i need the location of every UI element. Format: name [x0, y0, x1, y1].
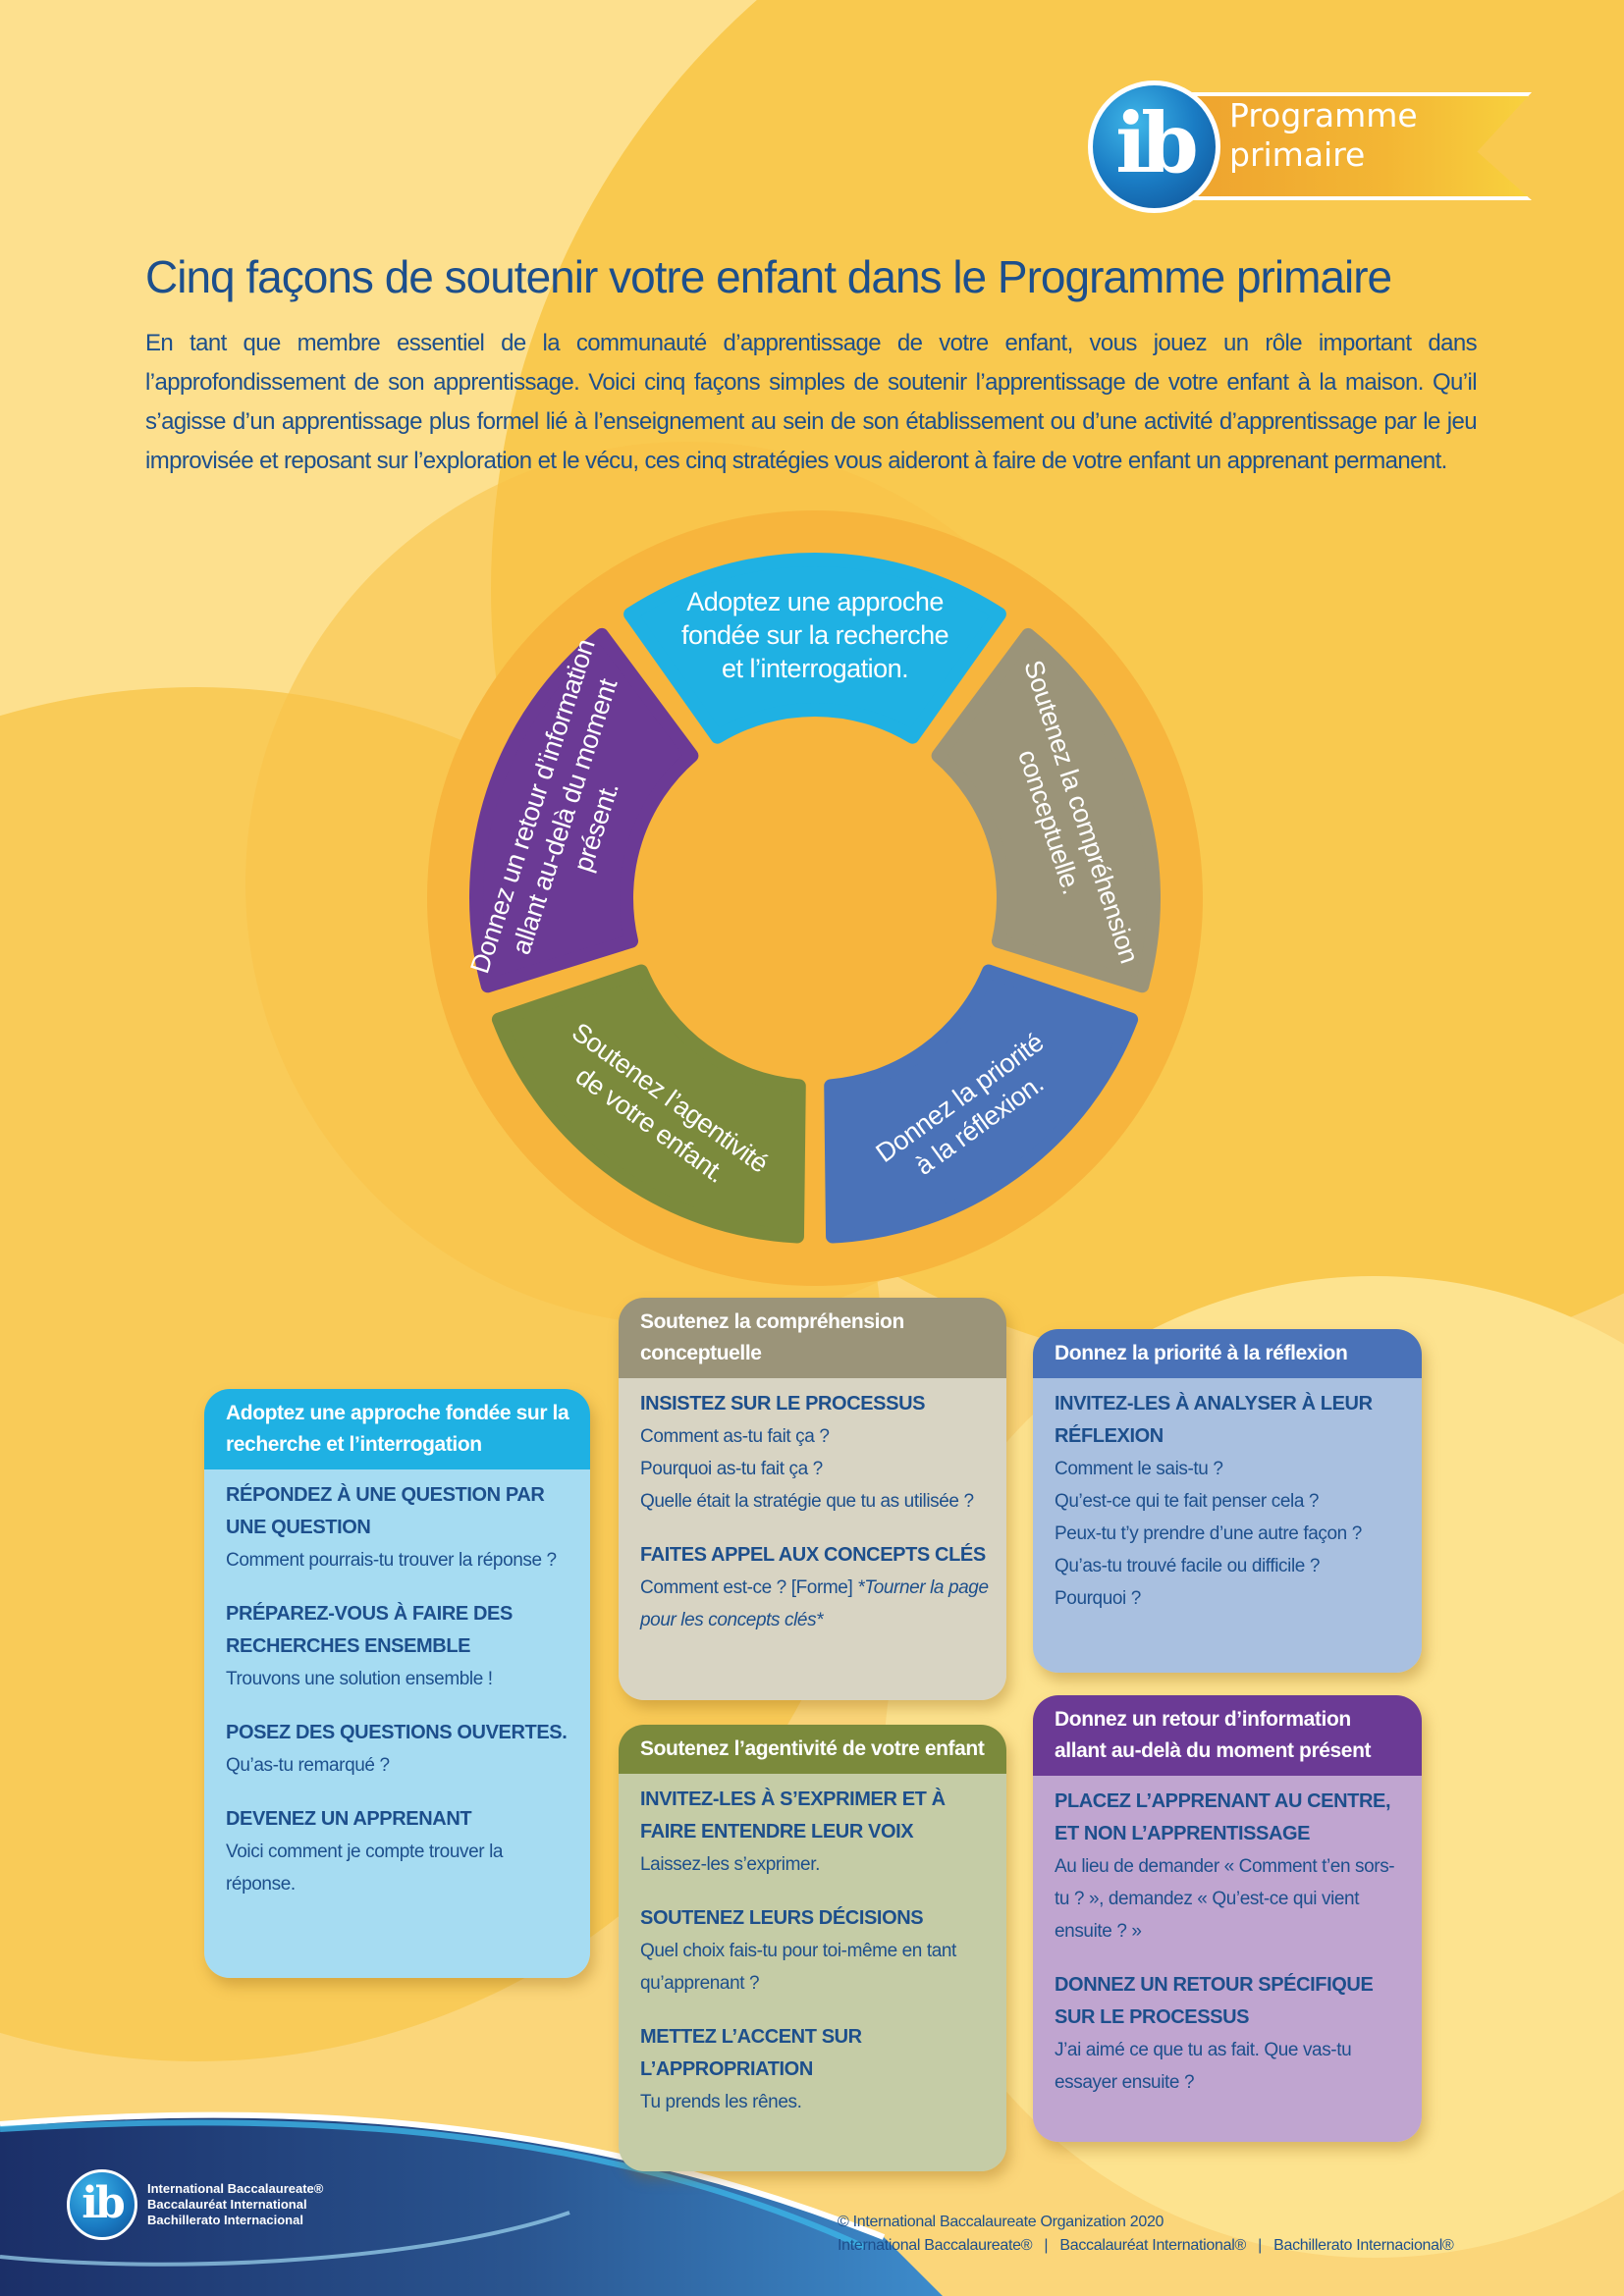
- item-title: INVITEZ-LES À ANALYSER À LEUR RÉFLEXION: [1055, 1393, 1373, 1447]
- card-body: INVITEZ-LES À S’EXPRIMER ET À FAIRE ENTE…: [619, 1774, 1006, 2171]
- item-line: Pourquoi ?: [1055, 1588, 1141, 1609]
- card-heading: Donnez la priorité à la réflexion: [1033, 1329, 1422, 1378]
- wheel-label-line: Adoptez une approche: [686, 586, 944, 616]
- item-line: Qu’est-ce qui te fait penser cela ?: [1055, 1491, 1320, 1512]
- item-title: DONNEZ UN RETOUR SPÉCIFIQUE SUR LE PROCE…: [1055, 1974, 1374, 2028]
- wheel-label-line: et l’interrogation.: [722, 653, 909, 683]
- item-line: Pourquoi as-tu fait ça ?: [640, 1459, 823, 1479]
- card-item: FAITES APPEL AUX CONCEPTS CLÉS Comment e…: [640, 1539, 991, 1636]
- item-line: Tu prends les rênes.: [640, 2092, 802, 2112]
- item-note: *Tourner la page pour les concepts clés*: [640, 1577, 989, 1630]
- item-title: POSEZ DES QUESTIONS OUVERTES.: [226, 1722, 568, 1743]
- item-line: Quel choix fais-tu pour toi-même en tant…: [640, 1941, 956, 1994]
- card-item: PLACEZ L’APPRENANT AU CENTRE, ET NON L’A…: [1055, 1786, 1406, 1948]
- item-line-text: Comment est-ce ? [Forme]: [640, 1577, 853, 1598]
- copyright-block: © International Baccalaureate Organizati…: [838, 2211, 1454, 2258]
- item-line: Au lieu de demander « Comment t’en sors-…: [1055, 1856, 1395, 1942]
- wheel-segment-feedback: [469, 627, 699, 993]
- card-item: SOUTENEZ LEURS DÉCISIONS Quel choix fais…: [640, 1902, 991, 2000]
- programme-logo: ib Programme primaire: [1080, 80, 1542, 213]
- card-item: PRÉPAREZ-VOUS À FAIRE DES RECHERCHES ENS…: [226, 1598, 574, 1695]
- item-line: Laissez-les s’exprimer.: [640, 1854, 820, 1875]
- separator: |: [1044, 2237, 1049, 2254]
- item-line: Comment as-tu fait ça ?: [640, 1426, 830, 1447]
- trademark: Bachillerato Internacional®: [1273, 2237, 1454, 2254]
- item-line: Comment est-ce ? [Forme] *Tourner la pag…: [640, 1572, 991, 1636]
- card-inquiry: Adoptez une approche fondée sur la reche…: [204, 1389, 590, 1978]
- wheel-segment-inquiry: [623, 553, 1006, 744]
- card-heading: Soutenez l’agentivité de votre enfant: [619, 1725, 1006, 1774]
- item-line: Qu’as-tu remarqué ?: [226, 1755, 390, 1776]
- wheel-segment-agency: [491, 964, 806, 1244]
- card-item: INSISTEZ SUR LE PROCESSUS Comment as-tu …: [640, 1388, 991, 1518]
- card-body: RÉPONDEZ À UNE QUESTION PAR UNE QUESTION…: [204, 1469, 590, 1978]
- card-feedback: Donnez un retour d’information allant au…: [1033, 1695, 1422, 2142]
- copyright-text: © International Baccalaureate Organizati…: [838, 2214, 1164, 2230]
- wheel-graphic: [427, 510, 1203, 1286]
- item-line: Peux-tu t’y prendre d’une autre façon ?: [1055, 1523, 1362, 1544]
- card-heading: Donnez un retour d’information allant au…: [1033, 1695, 1422, 1776]
- programme-line2: primaire: [1229, 135, 1366, 174]
- card-item: INVITEZ-LES À ANALYSER À LEUR RÉFLEXION …: [1055, 1388, 1406, 1615]
- item-title: INVITEZ-LES À S’EXPRIMER ET À FAIRE ENTE…: [640, 1789, 946, 1842]
- programme-line1: Programme: [1229, 96, 1418, 134]
- card-heading: Soutenez la compréhension conceptuelle: [619, 1298, 1006, 1378]
- org-name: International Baccalaureate®: [147, 2181, 324, 2196]
- trademark: International Baccalaureate®: [838, 2237, 1033, 2254]
- card-item: DEVENEZ UN APPRENANT Voici comment je co…: [226, 1803, 574, 1900]
- org-name: Baccalauréat International: [147, 2197, 307, 2212]
- card-body: INSISTEZ SUR LE PROCESSUS Comment as-tu …: [619, 1378, 1006, 1700]
- wheel-segment-conceptual: [931, 627, 1161, 993]
- card-item: INVITEZ-LES À S’EXPRIMER ET À FAIRE ENTE…: [640, 1784, 991, 1881]
- wheel-segment-reflection: [824, 964, 1139, 1244]
- card-item: POSEZ DES QUESTIONS OUVERTES. Qu’as-tu r…: [226, 1717, 574, 1782]
- item-title: SOUTENEZ LEURS DÉCISIONS: [640, 1907, 924, 1929]
- item-line: Qu’as-tu trouvé facile ou difficile ?: [1055, 1556, 1320, 1576]
- card-item: RÉPONDEZ À UNE QUESTION PAR UNE QUESTION…: [226, 1479, 574, 1576]
- item-line: Voici comment je compte trouver la répon…: [226, 1842, 504, 1895]
- item-line: Trouvons une solution ensemble !: [226, 1669, 493, 1689]
- separator: |: [1258, 2237, 1262, 2254]
- logo-mark: ib: [81, 2177, 126, 2228]
- page-title: Cinq façons de soutenir votre enfant dan…: [145, 251, 1392, 302]
- item-title: INSISTEZ SUR LE PROCESSUS: [640, 1393, 926, 1415]
- intro-paragraph: En tant que membre essentiel de la commu…: [145, 330, 1478, 474]
- card-body: INVITEZ-LES À ANALYSER À LEUR RÉFLEXION …: [1033, 1378, 1422, 1673]
- logo-mark: ib: [1115, 94, 1199, 191]
- card-conceptual: Soutenez la compréhension conceptuelle I…: [619, 1298, 1006, 1700]
- ib-logo-icon: ib: [1088, 80, 1220, 213]
- org-names: International Baccalaureate® Baccalauréa…: [147, 2181, 323, 2228]
- ib-logo-icon: ib: [67, 2169, 137, 2240]
- item-line: Comment le sais-tu ?: [1055, 1459, 1223, 1479]
- item-line: Comment pourrais-tu trouver la réponse ?: [226, 1550, 557, 1571]
- item-title: METTEZ L’ACCENT SUR L’APPROPRIATION: [640, 2026, 862, 2080]
- item-title: RÉPONDEZ À UNE QUESTION PAR UNE QUESTION: [226, 1484, 545, 1538]
- item-title: FAITES APPEL AUX CONCEPTS CLÉS: [640, 1544, 986, 1566]
- card-heading: Adoptez une approche fondée sur la reche…: [204, 1389, 590, 1469]
- card-item: METTEZ L’ACCENT SUR L’APPROPRIATION Tu p…: [640, 2021, 991, 2118]
- trademark: Baccalauréat International®: [1059, 2237, 1246, 2254]
- card-reflection: Donnez la priorité à la réflexion INVITE…: [1033, 1329, 1422, 1673]
- item-title: PLACEZ L’APPRENANT AU CENTRE, ET NON L’A…: [1055, 1790, 1391, 1844]
- programme-name: Programme primaire: [1229, 96, 1418, 175]
- card-item: DONNEZ UN RETOUR SPÉCIFIQUE SUR LE PROCE…: [1055, 1969, 1406, 2099]
- card-agency: Soutenez l’agentivité de votre enfant IN…: [619, 1725, 1006, 2171]
- card-body: PLACEZ L’APPRENANT AU CENTRE, ET NON L’A…: [1033, 1776, 1422, 2142]
- item-line: J’ai aimé ce que tu as fait. Que vas-tu …: [1055, 2040, 1352, 2093]
- item-line: Quelle était la stratégie que tu as util…: [640, 1491, 974, 1512]
- footer-wave: [0, 2111, 943, 2296]
- wheel-label-line: fondée sur la recherche: [681, 619, 949, 650]
- item-title: DEVENEZ UN APPRENANT: [226, 1808, 472, 1830]
- footer-ib-logo: ib International Baccalaureate® Baccalau…: [67, 2169, 323, 2240]
- trademark-line: International Baccalaureate® | Baccalaur…: [838, 2234, 1454, 2258]
- item-title: PRÉPAREZ-VOUS À FAIRE DES RECHERCHES ENS…: [226, 1603, 513, 1657]
- org-name: Bachillerato Internacional: [147, 2213, 303, 2227]
